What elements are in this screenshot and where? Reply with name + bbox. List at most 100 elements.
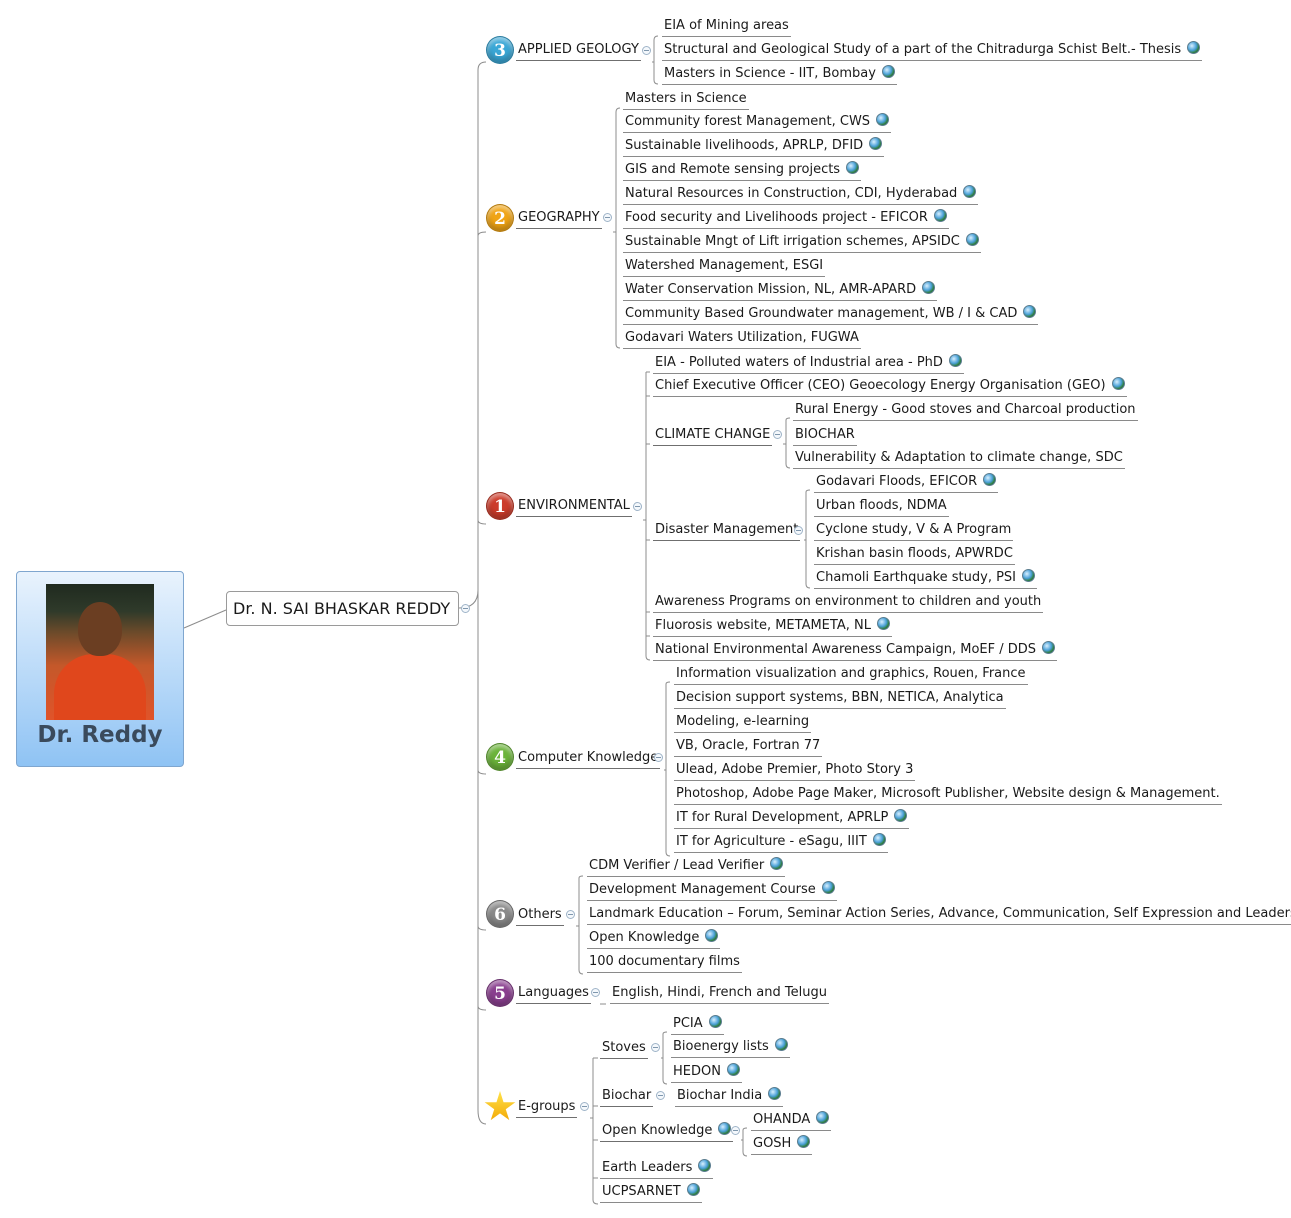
collapse-icon[interactable] [633,502,642,511]
list-item[interactable]: Fluorosis website, METAMETA, NL [653,615,892,637]
collapse-icon[interactable] [654,753,663,762]
list-item[interactable]: Sustainable livelihoods, APRLP, DFID [623,135,885,157]
branch-environmental[interactable]: ENVIRONMENTAL [516,495,632,517]
list-item[interactable]: Bioenergy lists [671,1036,790,1058]
globe-icon[interactable] [965,233,979,246]
list-item[interactable]: OHANDA [751,1109,832,1131]
globe-icon[interactable] [698,1159,712,1172]
globe-icon[interactable] [797,1135,811,1148]
globe-icon[interactable] [933,209,947,222]
globe-icon[interactable] [846,161,860,174]
list-item[interactable]: IT for Agriculture - eSagu, IIIT [674,831,888,853]
branch-others[interactable]: Others [516,904,564,926]
collapse-icon[interactable] [794,526,803,535]
list-item[interactable]: PCIA [671,1013,724,1035]
globe-icon[interactable] [774,1038,788,1051]
list-item[interactable]: Food security and Livelihoods project - … [623,207,949,229]
list-item[interactable]: Krishan basin floods, APWRDC [814,543,1015,565]
list-item[interactable]: VB, Oracle, Fortran 77 [674,735,823,757]
list-item[interactable]: Godavari Floods, EFICOR [814,471,999,493]
list-item[interactable]: Water Conservation Mission, NL, AMR-APAR… [623,279,938,301]
subbranch-biochar[interactable]: Biochar [600,1085,654,1107]
list-item[interactable]: Chief Executive Officer (CEO) Geoecology… [653,375,1127,397]
collapse-icon[interactable] [656,1091,665,1100]
branch-geography[interactable]: GEOGRAPHY [516,207,602,229]
list-item[interactable]: National Environmental Awareness Campaig… [653,639,1058,661]
list-item[interactable]: Structural and Geological Study of a par… [662,39,1203,61]
subbranch-stoves[interactable]: Stoves [600,1037,648,1059]
globe-icon[interactable] [894,809,908,822]
list-item[interactable]: Masters in Science [623,88,749,110]
list-item[interactable]: Biochar India [675,1085,784,1107]
list-item[interactable]: English, Hindi, French and Telugu [610,982,829,1004]
list-item[interactable]: Earth Leaders [600,1157,714,1179]
globe-icon[interactable] [881,65,895,78]
collapse-icon[interactable] [642,46,651,55]
subbranch-disaster-management[interactable]: Disaster Management [653,519,801,541]
collapse-icon[interactable] [580,1102,589,1111]
collapse-icon[interactable] [731,1126,740,1135]
list-item[interactable]: 100 documentary films [587,951,742,973]
list-item[interactable]: CDM Verifier / Lead Verifier [587,855,786,877]
branch-applied-geology[interactable]: APPLIED GEOLOGY [516,39,641,61]
globe-icon[interactable] [1042,641,1056,654]
list-item[interactable]: EIA of Mining areas [662,15,791,37]
list-item[interactable]: Vulnerability & Adaptation to climate ch… [793,447,1125,469]
globe-icon[interactable] [1111,377,1125,390]
list-item[interactable]: Information visualization and graphics, … [674,663,1028,685]
globe-icon[interactable] [821,881,835,894]
globe-icon[interactable] [726,1063,740,1076]
globe-icon[interactable] [816,1111,830,1124]
list-item[interactable]: Sustainable Mngt of Lift irrigation sche… [623,231,981,253]
collapse-icon[interactable] [461,604,470,613]
list-item[interactable]: Photoshop, Adobe Page Maker, Microsoft P… [674,783,1222,805]
globe-icon[interactable] [983,473,997,486]
list-item[interactable]: Chamoli Earthquake study, PSI [814,567,1038,589]
list-item[interactable]: Community forest Management, CWS [623,111,892,133]
globe-icon[interactable] [963,185,977,198]
list-item[interactable]: UCPSARNET [600,1181,702,1203]
globe-icon[interactable] [686,1183,700,1196]
list-item[interactable]: GIS and Remote sensing projects [623,159,862,181]
globe-icon[interactable] [718,1122,732,1135]
globe-icon[interactable] [1187,41,1201,54]
root-card[interactable]: Dr. Reddy [16,571,184,767]
list-item[interactable]: BIOCHAR [793,424,857,446]
globe-icon[interactable] [708,1015,722,1028]
list-item[interactable]: HEDON [671,1061,742,1083]
globe-icon[interactable] [922,281,936,294]
list-item[interactable]: Rural Energy - Good stoves and Charcoal … [793,399,1138,421]
branch-languages[interactable]: Languages [516,982,591,1004]
list-item[interactable]: Godavari Waters Utilization, FUGWA [623,327,861,349]
globe-icon[interactable] [869,137,883,150]
list-item[interactable]: Ulead, Adobe Premier, Photo Story 3 [674,759,916,781]
list-item[interactable]: Watershed Management, ESGI [623,255,826,277]
globe-icon[interactable] [876,617,890,630]
list-item[interactable]: Decision support systems, BBN, NETICA, A… [674,687,1006,709]
collapse-icon[interactable] [591,988,600,997]
list-item[interactable]: Awareness Programs on environment to chi… [653,591,1044,613]
list-item[interactable]: Landmark Education – Forum, Seminar Acti… [587,903,1291,925]
list-item[interactable]: Modeling, e-learning [674,711,812,733]
list-item[interactable]: Urban floods, NDMA [814,495,949,517]
globe-icon[interactable] [770,857,784,870]
collapse-icon[interactable] [603,213,612,222]
subbranch-open-knowledge[interactable]: Open Knowledge [600,1120,734,1142]
globe-icon[interactable] [1022,569,1036,582]
collapse-icon[interactable] [651,1043,660,1052]
list-item[interactable]: Cyclone study, V & A Program [814,519,1014,541]
list-item[interactable]: Masters in Science - IIT, Bombay [662,63,897,85]
list-item[interactable]: IT for Rural Development, APRLP [674,807,910,829]
branch-computer-knowledge[interactable]: Computer Knowledge [516,747,661,769]
central-topic[interactable]: Dr. N. SAI BHASKAR REDDY [226,591,459,626]
list-item[interactable]: Natural Resources in Construction, CDI, … [623,183,979,205]
collapse-icon[interactable] [566,910,575,919]
branch-e-groups[interactable]: E-groups [516,1096,578,1118]
list-item[interactable]: Development Management Course [587,879,837,901]
globe-icon[interactable] [1023,305,1037,318]
subbranch-climate-change[interactable]: CLIMATE CHANGE [653,424,773,446]
globe-icon[interactable] [872,833,886,846]
globe-icon[interactable] [948,354,962,367]
globe-icon[interactable] [705,929,719,942]
collapse-icon[interactable] [773,430,782,439]
